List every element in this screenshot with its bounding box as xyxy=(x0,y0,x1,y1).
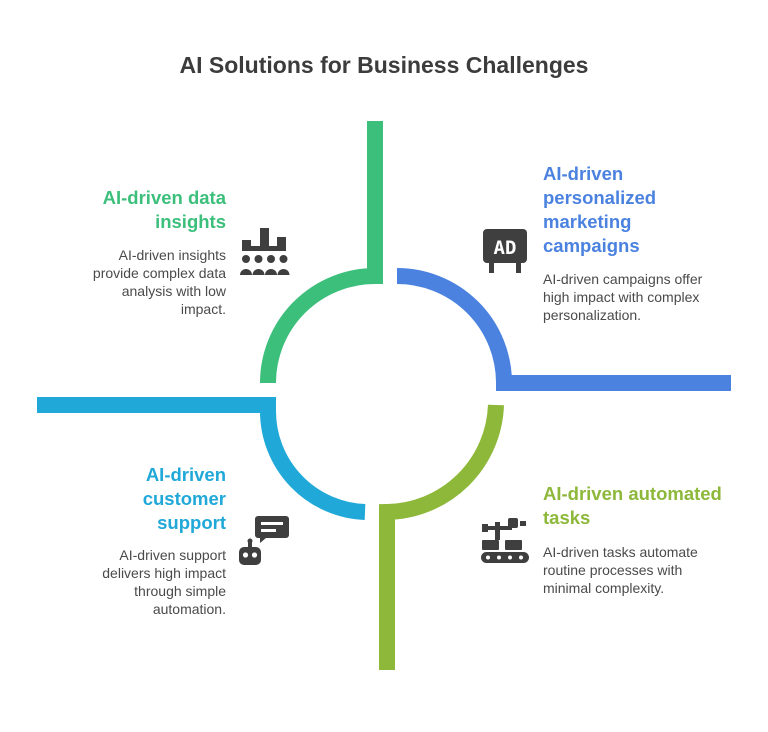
bar-chart-audience-icon xyxy=(240,228,290,275)
marketing-description: AI-driven campaigns offer high impact wi… xyxy=(543,271,703,323)
cyan-arc-line xyxy=(37,397,366,520)
ad-board-icon: AD xyxy=(483,229,527,273)
blue-arc-line xyxy=(396,268,731,391)
marketing-title: AI-driven personalized marketing campaig… xyxy=(543,163,657,256)
ad-board-label: AD xyxy=(494,237,517,259)
support-title: AI-driven customer support xyxy=(142,464,226,533)
chatbot-icon xyxy=(239,516,289,565)
data-insights-description: AI-driven insights provide complex data … xyxy=(92,247,226,317)
robot-arm-conveyor-icon xyxy=(481,518,529,563)
data-insights-title: AI-driven data insights xyxy=(102,187,226,232)
page-title: AI Solutions for Business Challenges xyxy=(179,52,589,78)
lime-arc-line xyxy=(379,404,504,670)
support-description: AI-driven support delivers high impact t… xyxy=(102,547,226,617)
green-arc-line xyxy=(260,121,383,384)
automation-title: AI-driven automated tasks xyxy=(543,483,722,528)
automation-description: AI-driven tasks automate routine process… xyxy=(543,544,698,596)
